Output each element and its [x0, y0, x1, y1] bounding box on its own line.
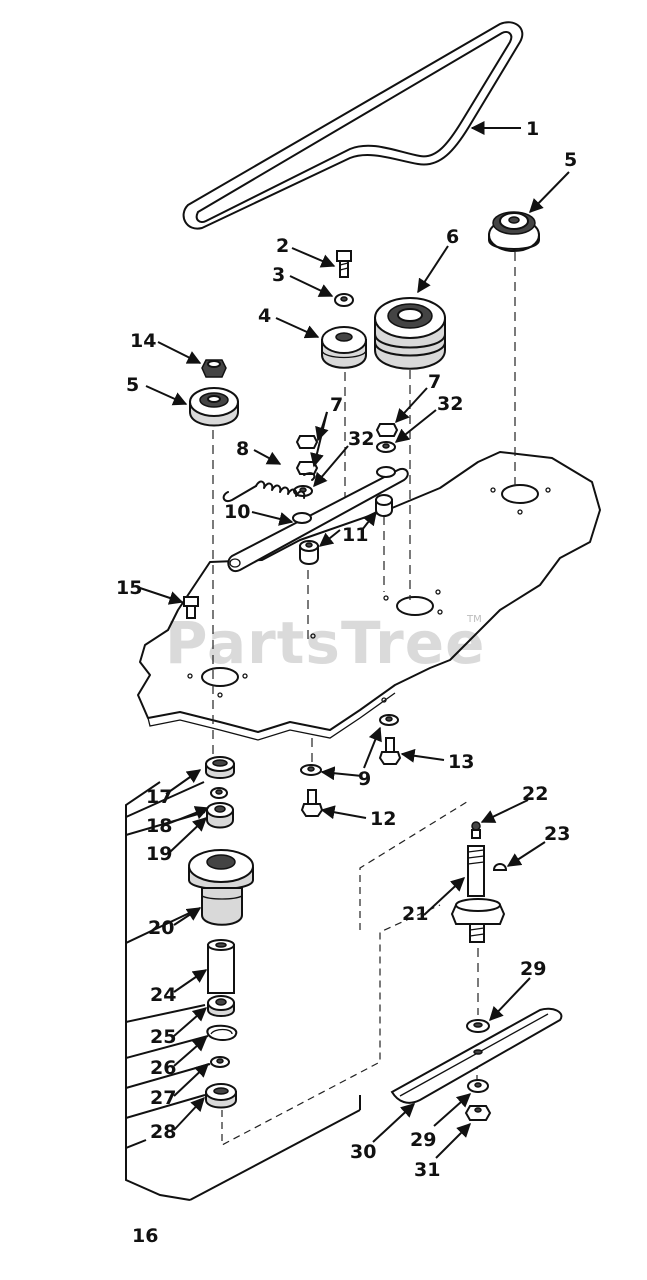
- callout-10: 10: [224, 501, 250, 523]
- callout-16: 16: [132, 1225, 158, 1247]
- callout-labels: 1 5 2 3 4 6 14 5 7 7 32 32 8 10 11 15 9 …: [116, 118, 577, 1247]
- v-belt: [182, 21, 524, 230]
- callout-22: 22: [522, 783, 548, 805]
- retaining-ring-26: [206, 1024, 238, 1041]
- washer-29-lower: [467, 1079, 489, 1093]
- callout-19: 19: [146, 843, 172, 865]
- bearing-17: [205, 756, 235, 779]
- callout-2: 2: [276, 235, 289, 257]
- washer-18: [210, 787, 228, 799]
- bolt-12: [300, 789, 324, 817]
- callout-12: 12: [370, 808, 396, 830]
- callout-8: 8: [236, 438, 249, 460]
- center-lines: [212, 252, 516, 1146]
- callout-11: 11: [342, 524, 368, 546]
- callout-1: 1: [526, 118, 539, 140]
- callout-3: 3: [272, 264, 285, 286]
- washer-3: [334, 293, 354, 307]
- bearing-19: [206, 802, 234, 829]
- pulley-5-right: [488, 211, 540, 252]
- pulley-5-left: [189, 387, 239, 427]
- callout-25: 25: [150, 1026, 176, 1048]
- washer-27: [210, 1056, 230, 1068]
- spacer-24: [207, 939, 235, 994]
- deck-plate: [137, 451, 601, 733]
- callout-24: 24: [150, 984, 176, 1006]
- washer-upper-13: [379, 714, 399, 726]
- callout-32-left: 32: [348, 428, 374, 450]
- callout-13: 13: [448, 751, 474, 773]
- callout-20: 20: [148, 917, 174, 939]
- callout-15: 15: [116, 577, 142, 599]
- nut-14: [201, 359, 227, 378]
- callout-27: 27: [150, 1087, 176, 1109]
- nut-7-left-upper: [295, 435, 319, 449]
- grease-fitting-22: [471, 821, 481, 839]
- callout-6: 6: [446, 226, 459, 248]
- callout-17: 17: [146, 786, 172, 808]
- bolt-2: [336, 250, 352, 278]
- callout-4: 4: [258, 305, 271, 327]
- deck-holes: [187, 484, 551, 703]
- pulley-4: [321, 326, 367, 369]
- pivot-11-right: [375, 494, 393, 517]
- nut-31: [464, 1105, 492, 1121]
- callout-30: 30: [350, 1141, 376, 1163]
- pulley-6: [374, 297, 446, 370]
- callout-29-upper: 29: [520, 958, 546, 980]
- bolt-15: [183, 596, 199, 619]
- idler-arm-10: [227, 466, 409, 573]
- callout-26: 26: [150, 1057, 176, 1079]
- spindle-housing-20: [188, 849, 254, 926]
- bearing-28: [205, 1083, 237, 1109]
- spindle-shaft-21: [450, 845, 506, 943]
- callout-7-left: 7: [330, 394, 343, 416]
- blade-30: [390, 1007, 563, 1104]
- assembly-16-bracket: [125, 781, 191, 1201]
- watermark-trademark: TM: [466, 614, 482, 625]
- leader-arrows: [139, 121, 570, 1159]
- callout-5-right: 5: [564, 149, 577, 171]
- watermark-text: PartsTree: [165, 609, 485, 677]
- washer-29-upper: [466, 1019, 490, 1033]
- callout-23: 23: [544, 823, 570, 845]
- washer-32-right: [376, 441, 396, 453]
- callout-18: 18: [146, 815, 172, 837]
- bolt-13: [378, 737, 402, 765]
- bearing-25: [207, 995, 235, 1017]
- woodruff-key-23: [492, 863, 508, 871]
- callout-32-right: 32: [437, 393, 463, 415]
- nut-7-right: [375, 423, 399, 437]
- callout-7-right: 7: [428, 371, 441, 393]
- pivot-11-left: [299, 540, 319, 565]
- callout-14: 14: [130, 330, 156, 352]
- callout-5-left: 5: [126, 374, 139, 396]
- callout-28: 28: [150, 1121, 176, 1143]
- callout-31: 31: [414, 1159, 440, 1181]
- washer-9: [300, 764, 322, 776]
- callout-9: 9: [358, 768, 371, 790]
- callout-29-lower: 29: [410, 1129, 436, 1151]
- callout-21: 21: [402, 903, 428, 925]
